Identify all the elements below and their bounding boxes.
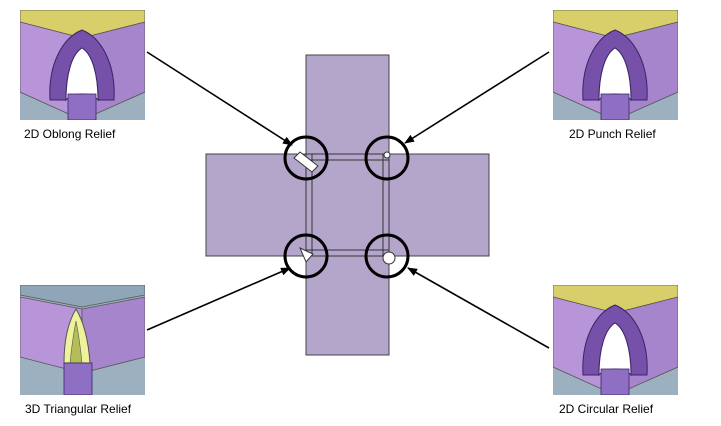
highlight-circles — [283, 135, 410, 279]
oblong-relief-corner-icon — [20, 10, 145, 120]
circular-relief-thumbnail — [553, 285, 678, 395]
circular-relief-cutout — [382, 251, 396, 265]
caption-circular-relief: 2D Circular Relief — [559, 402, 654, 416]
oblong-relief-cutout — [293, 151, 319, 173]
caption-punch-relief: 2D Punch Relief — [569, 127, 656, 141]
callout-arrows — [146, 51, 550, 349]
caption-triangular-relief: 3D Triangular Relief — [25, 402, 132, 416]
triangular-relief-cutout — [299, 247, 314, 263]
triangular-relief-thumbnail — [20, 285, 145, 395]
punch-relief-thumbnail — [553, 10, 678, 120]
punch-relief-corner-icon — [553, 10, 678, 120]
circular-relief-corner-icon — [553, 285, 678, 395]
oblong-relief-thumbnail — [20, 10, 145, 120]
punch-relief-cutout — [383, 151, 391, 159]
caption-oblong-relief: 2D Oblong Relief — [24, 127, 116, 141]
triangular-relief-corner-icon — [20, 285, 145, 395]
